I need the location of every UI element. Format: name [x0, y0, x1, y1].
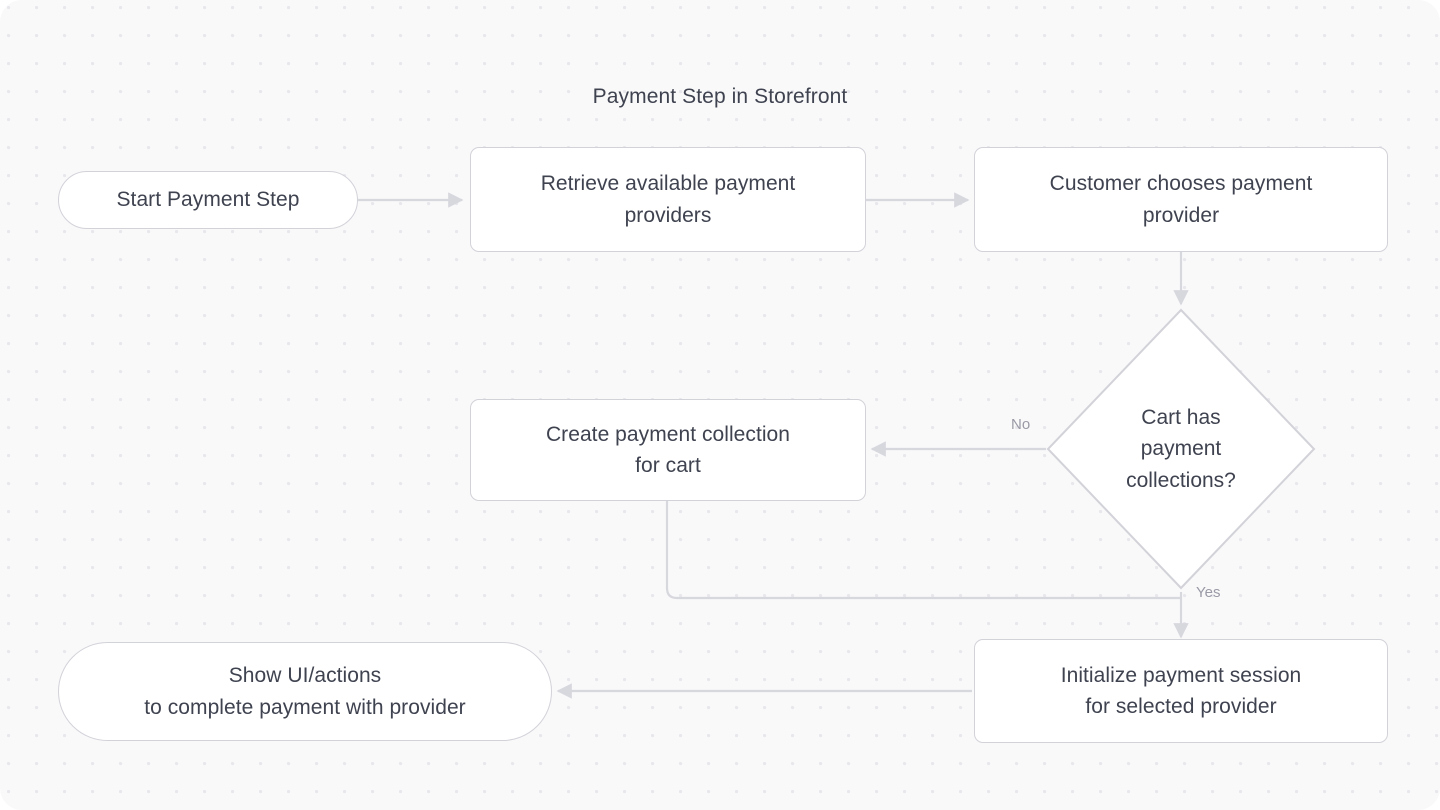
node-retrieve-providers-label: Retrieve available payment providers	[540, 172, 796, 227]
page-title: Payment Step in Storefront	[592, 85, 848, 108]
node-initialize-payment-session[interactable]: Initialize payment session for selected …	[974, 639, 1388, 743]
node-retrieve-providers[interactable]: Retrieve available payment providers	[470, 147, 866, 252]
node-create-payment-collection[interactable]: Create payment collection for cart	[470, 399, 866, 501]
edge-label-no: No	[1011, 416, 1031, 433]
node-start-payment-step-label: Start Payment Step	[116, 188, 300, 212]
node-customer-chooses-provider-label: Customer chooses payment provider	[1049, 172, 1313, 227]
node-show-ui-actions-label: Show UI/actions to complete payment with…	[144, 664, 466, 719]
node-start-payment-step[interactable]: Start Payment Step	[58, 171, 358, 229]
node-show-ui-actions[interactable]: Show UI/actions to complete payment with…	[58, 642, 552, 741]
edge-label-yes: Yes	[1196, 584, 1221, 601]
diamond-shape	[1046, 308, 1316, 590]
node-decision-cart-has-payment-collections[interactable]: Cart has payment collections?	[1046, 308, 1316, 590]
node-customer-chooses-provider[interactable]: Customer chooses payment provider	[974, 147, 1388, 252]
node-create-payment-collection-label: Create payment collection for cart	[545, 422, 791, 477]
node-initialize-payment-session-label: Initialize payment session for selected …	[1060, 663, 1302, 718]
node-decision-label: Cart has payment collections?	[1126, 406, 1236, 492]
